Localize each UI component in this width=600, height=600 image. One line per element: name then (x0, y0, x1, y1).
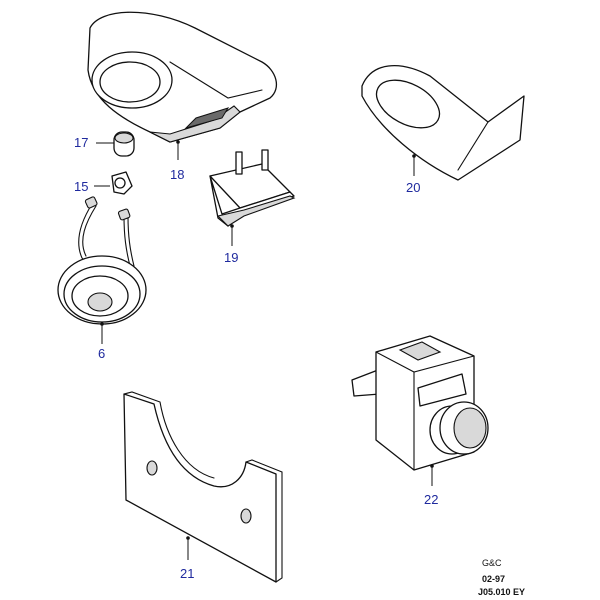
part-22-switch-assembly (351, 335, 489, 471)
callout-19: 19 (224, 250, 238, 265)
callout-6: 6 (98, 346, 105, 361)
part-6-lamp-assembly (57, 196, 147, 325)
callout-21: 21 (180, 566, 194, 581)
callout-20: 20 (406, 180, 420, 195)
footer-ref: J05.010 EY (478, 587, 525, 597)
callout-17: 17 (74, 135, 88, 150)
callout-18: 18 (170, 167, 184, 182)
footer-brand: G&C (482, 558, 502, 568)
part-20-mounting-plate (361, 65, 525, 181)
part-18-lamp-housing (87, 11, 278, 143)
part-15-bulb-holder (111, 171, 133, 195)
callout-15: 15 (74, 179, 88, 194)
callout-22: 22 (424, 492, 438, 507)
part-19-bracket (209, 149, 296, 227)
footer-date: 02-97 (482, 574, 505, 584)
part-17-bulb (113, 131, 135, 157)
part-21-cutout-plate (123, 391, 283, 583)
